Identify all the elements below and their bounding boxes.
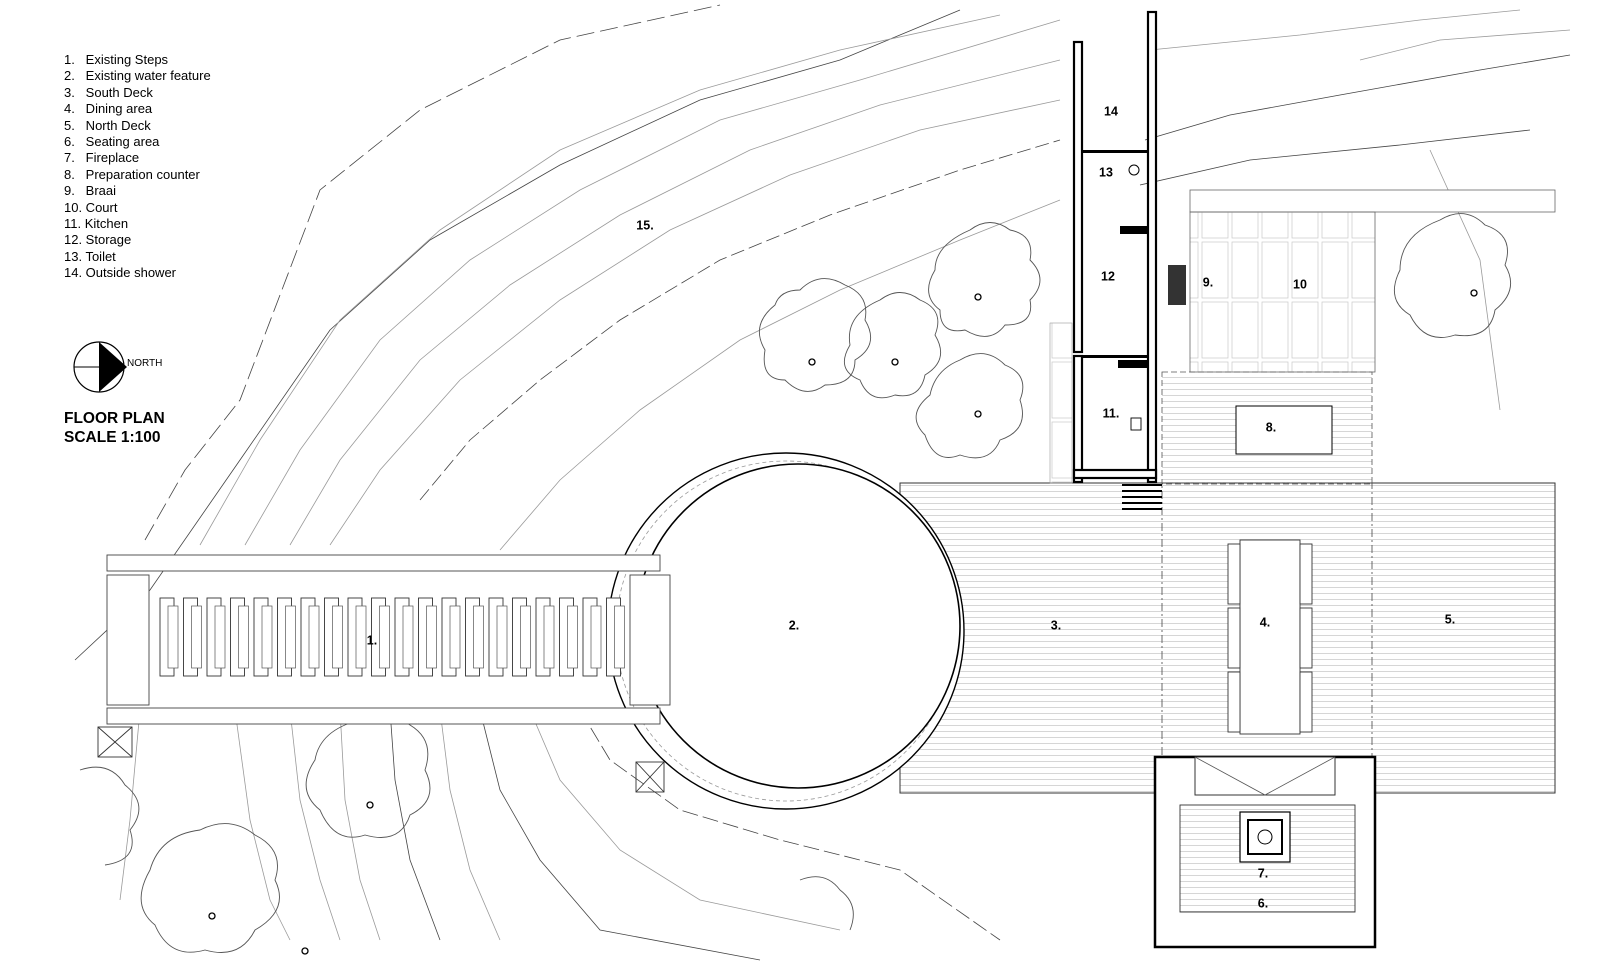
contour-lines xyxy=(74,4,1571,961)
step-riser xyxy=(590,605,602,669)
step-riser xyxy=(238,605,249,669)
label-kitchen: 11. xyxy=(1103,406,1120,420)
step-riser xyxy=(496,605,508,669)
preparation-counter xyxy=(1235,405,1333,455)
legend-item: 1. Existing Steps xyxy=(64,52,169,67)
seating-area xyxy=(1153,755,1377,949)
north-label: NORTH xyxy=(127,358,163,369)
label-slope: 15. xyxy=(636,218,653,232)
legend-item: 9. Braai xyxy=(64,183,117,199)
step-riser xyxy=(214,605,226,669)
step-riser xyxy=(167,605,179,669)
legend-item: 14. Outside shower xyxy=(64,265,177,281)
legend-item: 7. Fireplace xyxy=(64,150,140,166)
step-riser xyxy=(614,605,625,669)
step-treads xyxy=(159,597,625,677)
label-dining-area: 4. xyxy=(1260,615,1270,629)
plan-scale: SCALE 1:100 xyxy=(64,429,161,446)
legend-item: 13. Toilet xyxy=(64,248,116,264)
legend-item: 10. Court xyxy=(64,199,118,215)
legend-item: 5. North Deck xyxy=(64,117,151,133)
existing-steps xyxy=(106,554,671,725)
step-riser xyxy=(567,605,578,669)
step-riser xyxy=(543,605,555,669)
step-riser xyxy=(402,605,414,669)
step-riser xyxy=(449,605,461,669)
north-arrow-icon xyxy=(73,341,127,393)
label-water-feature: 2. xyxy=(789,618,799,632)
legend-item: 8. Preparation counter xyxy=(64,166,200,182)
step-riser xyxy=(332,605,343,669)
legend-item: 3. South Deck xyxy=(64,84,153,100)
legend-item: 6. Seating area xyxy=(64,134,160,150)
decks xyxy=(607,371,1556,810)
trees xyxy=(79,213,1512,953)
plan-title-line1: FLOOR PLAN xyxy=(64,410,165,427)
legend-item: 2. Existing water feature xyxy=(64,68,211,84)
label-storage: 12 xyxy=(1101,269,1115,283)
step-riser xyxy=(285,605,296,669)
legend-item: 12. Storage xyxy=(64,232,132,248)
label-toilet: 13 xyxy=(1099,165,1113,179)
label-court: 10 xyxy=(1293,277,1307,291)
dining-table xyxy=(1227,539,1313,735)
label-fireplace: 7. xyxy=(1258,866,1268,880)
label-existing-steps: 1. xyxy=(367,633,377,647)
label-preparation-counter: 8. xyxy=(1266,420,1276,434)
legend-item: 11. Kitchen xyxy=(64,216,129,232)
label-north-deck: 5. xyxy=(1445,612,1455,626)
step-riser xyxy=(308,605,320,669)
plan-title: FLOOR PLAN SCALE 1:100 xyxy=(64,409,165,447)
step-riser xyxy=(379,605,390,669)
step-riser xyxy=(191,605,202,669)
legend-item: 4. Dining area xyxy=(64,101,153,117)
step-riser xyxy=(355,605,367,669)
existing-posts xyxy=(97,726,665,793)
legend-list: 1. Existing Steps 2. Existing water feat… xyxy=(64,52,211,282)
court xyxy=(1168,189,1556,373)
step-riser xyxy=(426,605,437,669)
label-braai: 9. xyxy=(1203,275,1213,289)
step-riser xyxy=(473,605,484,669)
tree-markers xyxy=(208,289,1478,955)
step-riser xyxy=(261,605,273,669)
label-south-deck: 3. xyxy=(1051,618,1061,632)
service-building xyxy=(1049,10,1162,510)
step-riser xyxy=(520,605,531,669)
label-outside-shower: 14 xyxy=(1104,104,1118,118)
label-seating-area: 6. xyxy=(1258,896,1268,910)
